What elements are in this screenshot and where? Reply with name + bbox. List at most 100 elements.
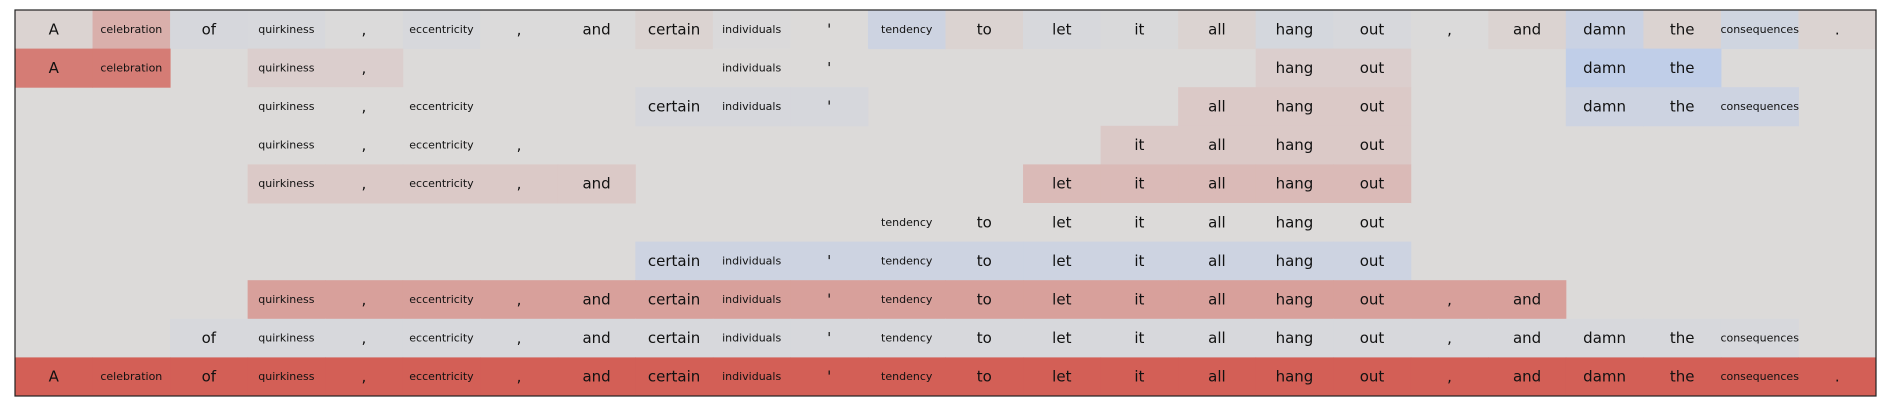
token-label: out xyxy=(1360,291,1385,309)
heatmap-cell xyxy=(712,318,791,358)
heatmap-cell xyxy=(1333,10,1412,50)
heatmap-cell xyxy=(1255,203,1334,243)
token-label: ' xyxy=(827,59,831,77)
heatmap-cell xyxy=(557,280,636,320)
heatmap-cell xyxy=(1100,318,1179,358)
heatmap-cell xyxy=(402,10,481,50)
token-label: hang xyxy=(1276,213,1314,231)
token-label: let xyxy=(1052,213,1071,231)
heatmap-cell xyxy=(325,125,404,165)
token-label: celebration xyxy=(100,61,162,74)
token-label: celebration xyxy=(100,370,162,383)
token-label: individuals xyxy=(722,254,781,267)
heatmap-cell xyxy=(1255,87,1334,127)
heatmap-cell xyxy=(1333,318,1412,358)
heatmap-cell xyxy=(1255,125,1334,165)
token-label: let xyxy=(1052,329,1071,347)
heatmap-cell xyxy=(1023,164,1102,204)
heatmap-cell xyxy=(15,357,94,397)
token-label: it xyxy=(1134,252,1144,270)
heatmap-cell xyxy=(945,10,1024,50)
heatmap-cell xyxy=(1178,87,1257,127)
token-label: certain xyxy=(648,252,700,270)
token-label: the xyxy=(1670,59,1695,77)
heatmap-cell xyxy=(247,318,326,358)
heatmap-cell xyxy=(1178,203,1257,243)
heatmap-cell xyxy=(1255,280,1334,320)
heatmap-cell xyxy=(247,48,326,88)
token-label: to xyxy=(977,291,992,309)
heatmap-cell xyxy=(1565,357,1644,397)
token-label: and xyxy=(582,291,610,309)
token-label: damn xyxy=(1583,329,1626,347)
heatmap-cell xyxy=(1720,10,1799,50)
token-label: all xyxy=(1208,329,1226,347)
token-label: hang xyxy=(1276,59,1314,77)
heatmap-cell xyxy=(867,203,946,243)
heatmap-cell xyxy=(712,48,791,88)
heatmap-cell xyxy=(1100,357,1179,397)
token-label: let xyxy=(1052,291,1071,309)
heatmap-cell xyxy=(790,241,869,281)
token-label: tendency xyxy=(881,23,933,36)
token-label: consequences xyxy=(1720,100,1799,113)
token-label: , xyxy=(362,98,367,116)
heatmap-cell xyxy=(712,87,791,127)
token-label: the xyxy=(1670,329,1695,347)
heatmap-cell xyxy=(1100,241,1179,281)
token-label: , xyxy=(362,136,367,154)
heatmap-cell xyxy=(480,164,559,204)
heatmap-cell xyxy=(170,318,249,358)
heatmap-cell xyxy=(1720,318,1799,358)
token-label: , xyxy=(517,329,522,347)
heatmap-cell xyxy=(402,280,481,320)
heatmap-cell xyxy=(402,125,481,165)
token-label: certain xyxy=(648,98,700,116)
heatmap-cell xyxy=(790,10,869,50)
heatmap-cell xyxy=(92,10,171,50)
heatmap-cell xyxy=(635,87,714,127)
token-label: individuals xyxy=(722,332,781,345)
heatmap-cell xyxy=(1178,10,1257,50)
heatmap-cell xyxy=(402,357,481,397)
heatmap-cell xyxy=(1100,280,1179,320)
heatmap-cell xyxy=(1333,164,1412,204)
token-label: let xyxy=(1052,252,1071,270)
token-label: hang xyxy=(1276,175,1314,193)
heatmap-cell xyxy=(1255,241,1334,281)
token-label: individuals xyxy=(722,370,781,383)
heatmap-cell xyxy=(1178,241,1257,281)
token-label: let xyxy=(1052,368,1071,386)
heatmap-cell xyxy=(1178,280,1257,320)
token-label: all xyxy=(1208,20,1226,38)
heatmap-cell xyxy=(945,357,1024,397)
heatmap-cell xyxy=(1720,357,1799,397)
token-label: individuals xyxy=(722,293,781,306)
cell-layer xyxy=(15,10,1877,397)
heatmap-cell xyxy=(1643,357,1722,397)
token-label: A xyxy=(49,368,60,386)
token-label: and xyxy=(1513,291,1541,309)
heatmap-cell xyxy=(247,280,326,320)
heatmap-cell xyxy=(1255,357,1334,397)
token-label: quirkiness xyxy=(258,370,314,383)
token-label: all xyxy=(1208,175,1226,193)
heatmap-cell xyxy=(1333,357,1412,397)
heatmap-cell xyxy=(635,280,714,320)
token-label: , xyxy=(362,20,367,38)
heatmap-cell xyxy=(1255,10,1334,50)
token-label: , xyxy=(517,136,522,154)
token-label: out xyxy=(1360,136,1385,154)
token-label: all xyxy=(1208,252,1226,270)
token-label: tendency xyxy=(881,216,933,229)
token-label: consequences xyxy=(1720,332,1799,345)
heatmap-cell xyxy=(1720,87,1799,127)
heatmap-cell xyxy=(1178,125,1257,165)
token-label: tendency xyxy=(881,254,933,267)
heatmap-cell xyxy=(1333,203,1412,243)
token-label: all xyxy=(1208,368,1226,386)
token-label: it xyxy=(1134,368,1144,386)
heatmap-cell xyxy=(1565,48,1644,88)
token-label: to xyxy=(977,368,992,386)
